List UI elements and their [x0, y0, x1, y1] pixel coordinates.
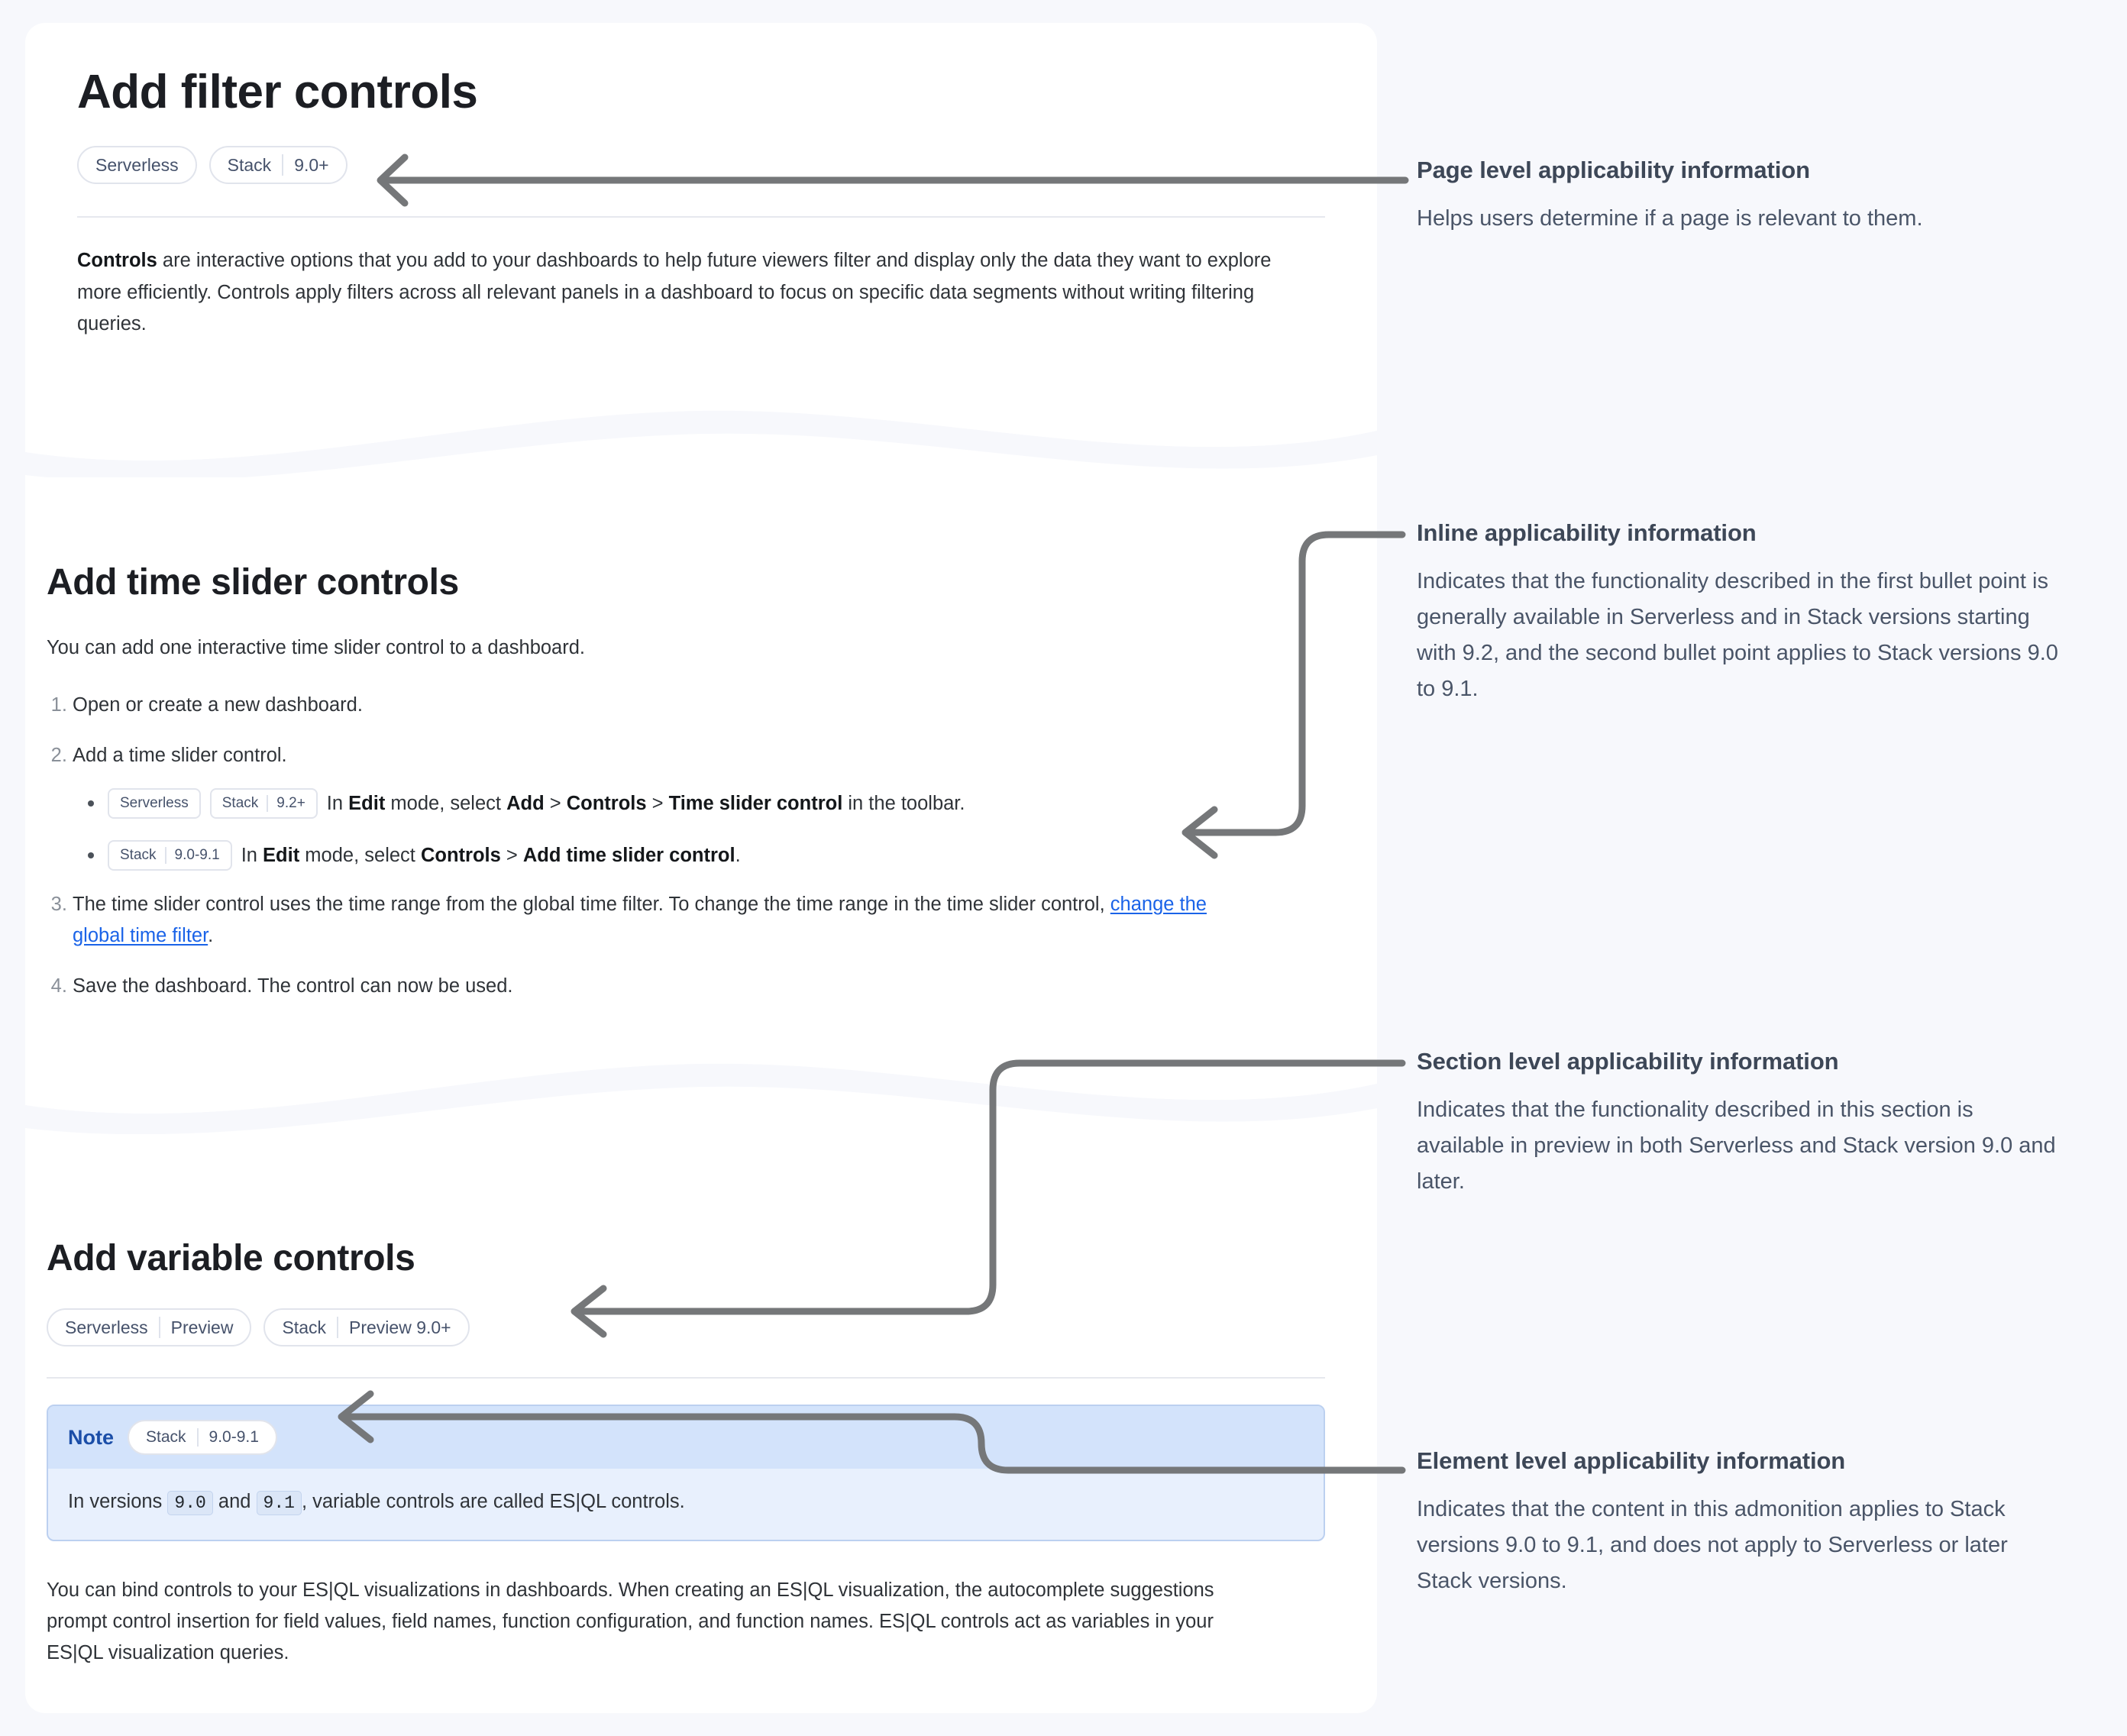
doc-card-time-slider [25, 477, 1377, 1081]
section-applicability-badges: Serverless Preview Stack Preview 9.0+ [47, 1308, 1377, 1347]
badge-segment: 9.0-9.1 [174, 846, 220, 863]
annotation-inline-level: Inline applicability information Indicat… [1417, 519, 2058, 707]
step-text-before-link: The time slider control uses the time ra… [73, 894, 1110, 916]
badge-segment: Preview [170, 1317, 234, 1337]
header-divider [77, 216, 1325, 218]
badge-note-stack[interactable]: Stack 9.0-9.1 [128, 1420, 277, 1456]
note-label: Note [68, 1425, 114, 1449]
doc-card-page-header [25, 23, 1377, 420]
annotation-body: Indicates that the functionality describ… [1417, 569, 2058, 701]
substep-text: In Edit mode, select Controls > Add time… [241, 844, 741, 866]
annotation-title: Page level applicability information [1417, 157, 1810, 183]
badge-segment: Stack [146, 1428, 186, 1447]
badge-serverless-inline[interactable]: Serverless [108, 788, 201, 820]
badge-separator [282, 154, 284, 176]
badge-segment: Stack [221, 794, 259, 811]
badge-segment: Serverless [65, 1317, 148, 1337]
badge-segment: Stack [282, 1317, 326, 1337]
page-header-block: Add filter controls Serverless Stack 9.0… [25, 66, 1377, 340]
annotation-page-level: Page level applicability information Hel… [1417, 157, 2058, 237]
global-time-filter-link[interactable]: change the global time filter [73, 894, 1207, 947]
step-text: Open or create a new dashboard. [73, 694, 363, 716]
variable-controls-paragraph: You can bind controls to your ES|QL visu… [47, 1579, 1214, 1664]
page-title: Add filter controls [77, 66, 478, 118]
substep-item: Stack 9.0-9.1 In Edit mode, select Contr… [88, 840, 1377, 871]
section-divider [47, 1377, 1325, 1379]
substep-text: In Edit mode, select Add > Controls > Ti… [326, 792, 965, 814]
page-intro-paragraph: Controls are interactive options that yo… [77, 245, 1284, 340]
badge-stack-inline[interactable]: Stack 9.0-9.1 [108, 840, 232, 871]
time-slider-intro: You can add one interactive time slider … [47, 637, 585, 659]
substep-item: Serverless Stack 9.2+ In Edit mode, sele… [88, 788, 1377, 820]
annotation-body: Indicates that the content in this admon… [1417, 1497, 2008, 1593]
badge-serverless[interactable]: Serverless [77, 146, 197, 185]
badge-segment: Serverless [120, 794, 189, 811]
badge-stack-inline[interactable]: Stack 9.2+ [209, 788, 318, 820]
time-slider-section: Add time slider controls You can add one… [25, 561, 1377, 1002]
annotation-element-level: Element level applicability information … [1417, 1447, 2058, 1599]
intro-lead-term: Controls [77, 250, 157, 272]
badge-segment: Serverless [95, 154, 179, 175]
badge-segment: 9.2+ [276, 794, 305, 811]
step-text: Save the dashboard. The control can now … [73, 975, 513, 997]
section-title-variable-controls: Add variable controls [47, 1238, 415, 1279]
badge-separator [164, 847, 166, 865]
badge-separator [158, 1317, 160, 1339]
time-slider-steps: Open or create a new dashboard. Add a ti… [25, 690, 1377, 1001]
note-body: In versions 9.0 and 9.1, variable contro… [48, 1469, 1324, 1540]
wave-divider-2 [25, 1058, 1377, 1142]
section-title-time-slider: Add time slider controls [47, 562, 459, 603]
variable-controls-section: Add variable controls Serverless Preview… [25, 1237, 1377, 1670]
badge-separator [196, 1428, 199, 1447]
annotation-body: Helps users determine if a page is relev… [1417, 206, 1923, 231]
step-text-after-link: . [208, 925, 214, 947]
annotation-title: Section level applicability information [1417, 1048, 1839, 1075]
annotation-body: Indicates that the functionality describ… [1417, 1098, 2056, 1194]
badge-segment: 9.0-9.1 [208, 1428, 259, 1447]
badge-stack-preview[interactable]: Stack Preview 9.0+ [263, 1308, 470, 1347]
documentation-column: Add filter controls Serverless Stack 9.0… [25, 23, 1377, 1713]
annotation-title: Element level applicability information [1417, 1447, 1846, 1474]
intro-rest: are interactive options that you add to … [77, 250, 1272, 335]
badge-separator [337, 1317, 338, 1339]
annotation-section-level: Section level applicability information … [1417, 1048, 2058, 1200]
badge-segment: Preview 9.0+ [349, 1317, 451, 1337]
note-admonition: Note Stack 9.0-9.1 In versions 9.0 and 9… [47, 1405, 1325, 1541]
step-text: Add a time slider control. [73, 744, 287, 766]
note-header: Note Stack 9.0-9.1 [48, 1406, 1324, 1469]
step-item: Save the dashboard. The control can now … [73, 971, 1377, 1002]
badge-segment: Stack [227, 154, 272, 175]
page-applicability-badges: Serverless Stack 9.0+ [77, 146, 1377, 185]
annotation-title: Inline applicability information [1417, 519, 1757, 546]
step-item: Add a time slider control. Serverless St… [73, 740, 1377, 871]
step-item: The time slider control uses the time ra… [73, 889, 1264, 952]
badge-serverless-preview[interactable]: Serverless Preview [47, 1308, 252, 1347]
badge-stack-version[interactable]: Stack 9.0+ [208, 146, 347, 185]
time-slider-substeps: Serverless Stack 9.2+ In Edit mode, sele… [73, 788, 1377, 871]
badge-segment: 9.0+ [294, 154, 329, 175]
badge-separator [267, 795, 269, 813]
step-item: Open or create a new dashboard. [73, 690, 1377, 721]
badge-segment: Stack [120, 846, 157, 863]
wave-divider-1 [25, 405, 1377, 489]
